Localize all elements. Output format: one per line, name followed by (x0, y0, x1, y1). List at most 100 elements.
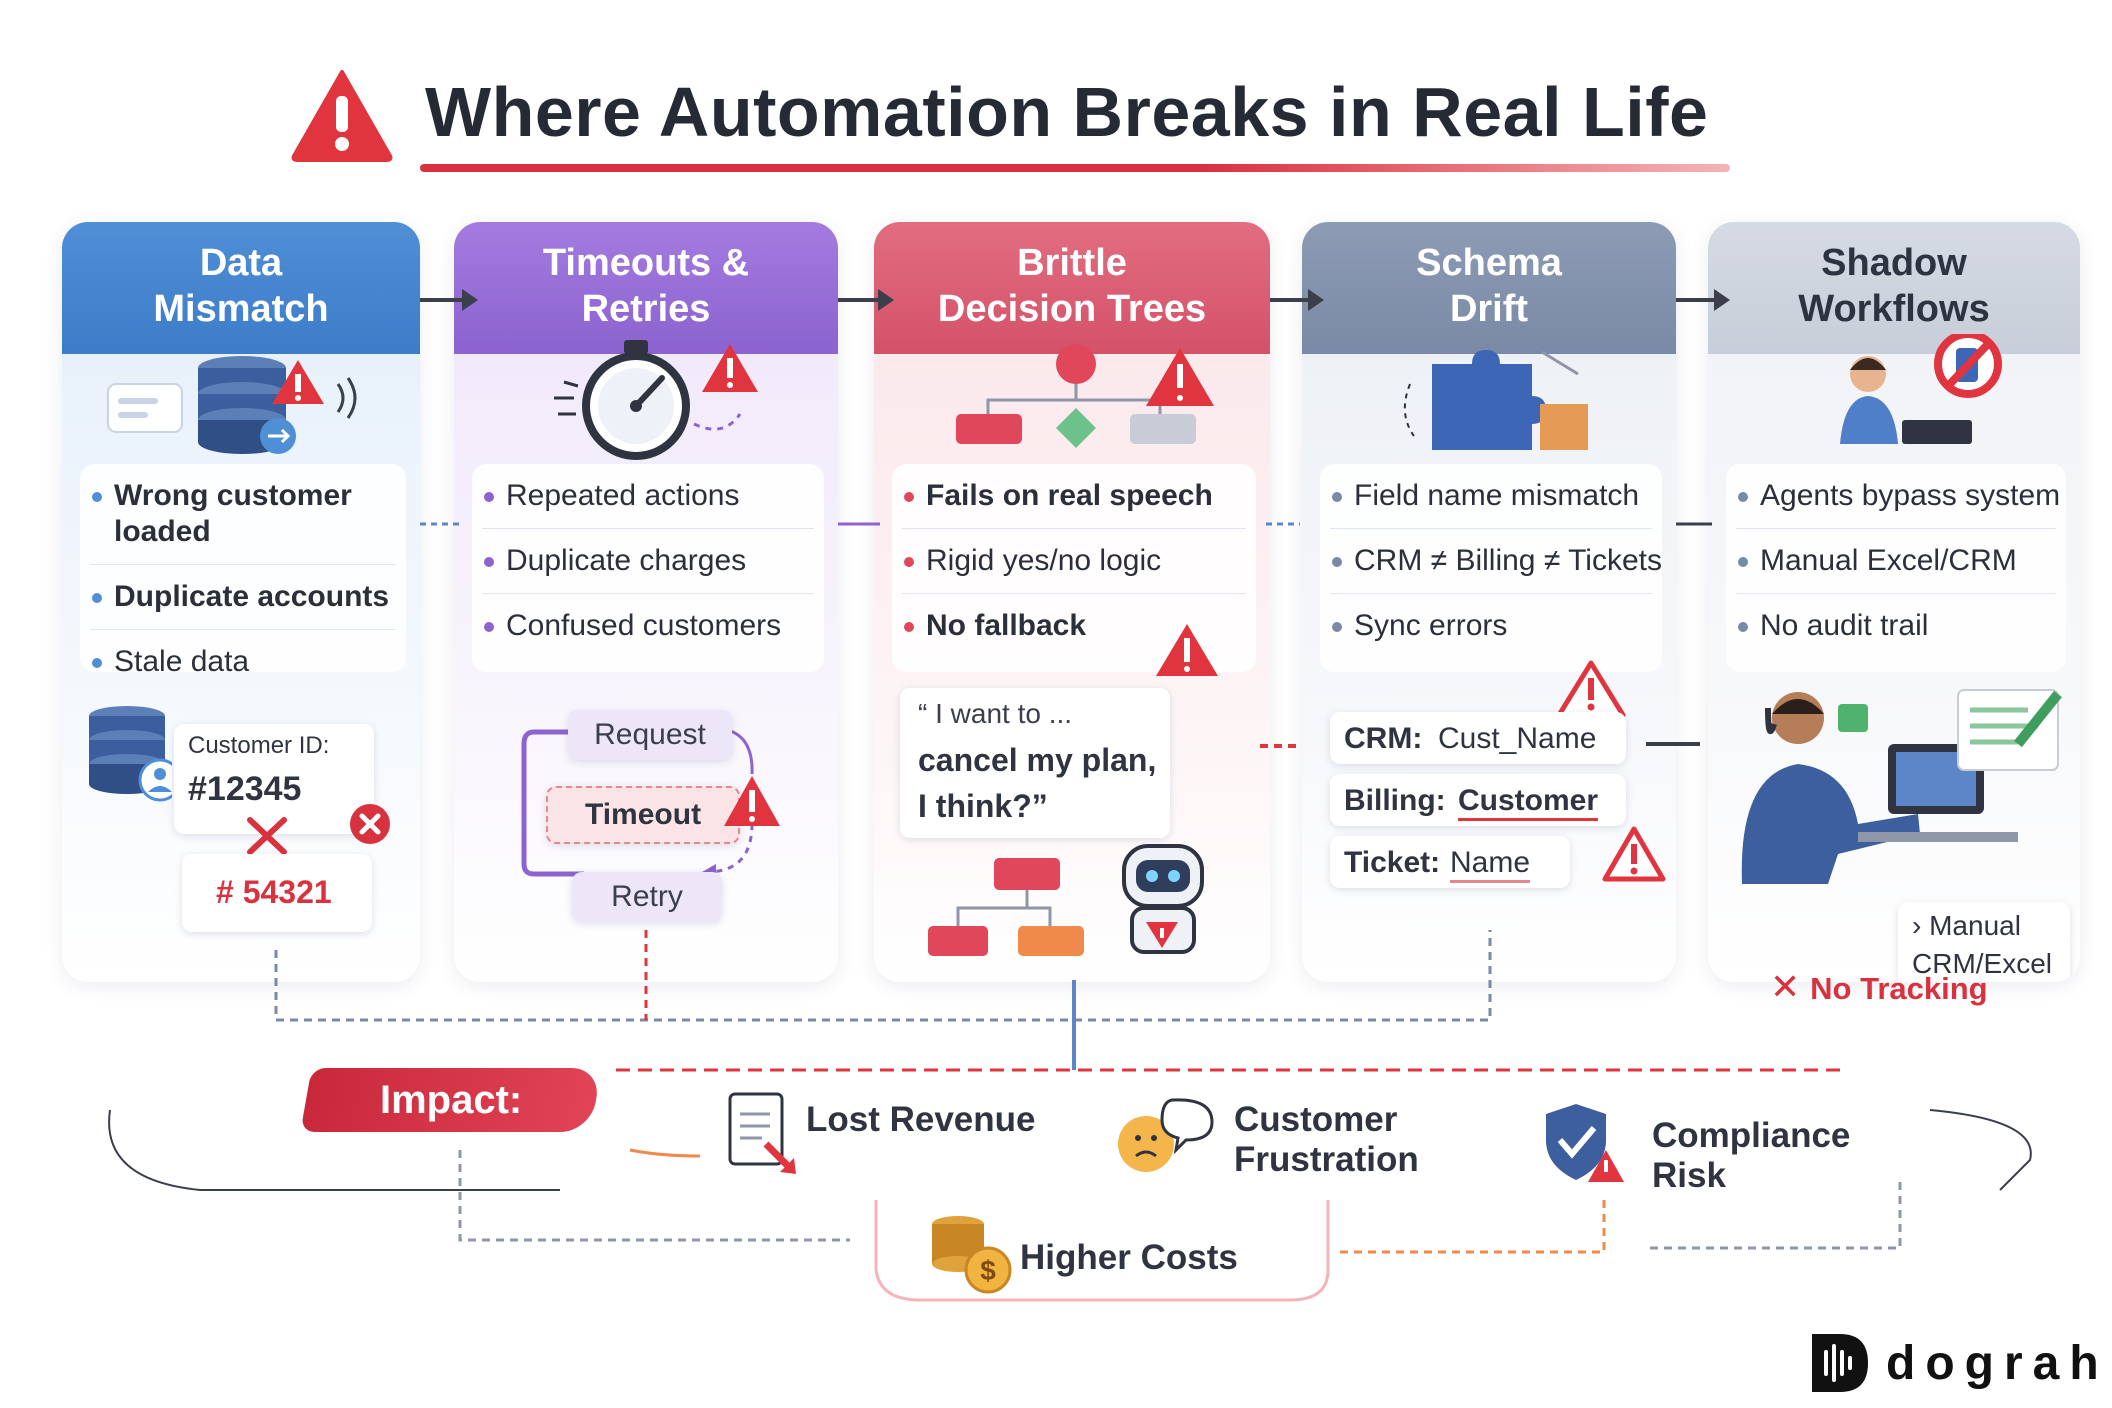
flow-arrow (838, 289, 894, 311)
no-tracking-text: No Tracking (1810, 971, 1988, 1006)
field-system: Ticket: (1344, 846, 1441, 879)
bullet-item: Manual Excel/CRM (1726, 543, 2066, 579)
flow-step-request: Request (568, 710, 732, 760)
heading-line: Drift (1449, 288, 1529, 330)
manual-crm-excel-card: › Manual CRM/Excel (1898, 902, 2070, 982)
flow-step-retry: Retry (572, 872, 722, 922)
bullet-item: Rigid yes/no logic (892, 543, 1256, 579)
bullet-list: Wrong customer loaded Duplicate accounts… (80, 464, 406, 678)
bullet-item: Stale data (80, 644, 406, 680)
column-data-mismatch: Data Mismatch Wrong customer loaded Dupl… (62, 222, 420, 982)
bullet-item: Sync errors (1320, 608, 1662, 644)
wrong-id: # 54321 (216, 874, 332, 910)
agent-icon (1840, 334, 2002, 444)
column-decision-trees: Brittle Decision Trees Fails on real spe… (874, 222, 1270, 982)
field-name: Customer (1458, 784, 1599, 821)
document-icon (728, 1092, 796, 1174)
quote-line: “ I want to ... (918, 698, 1073, 729)
column-heading: Brittle Decision Trees (874, 222, 1270, 354)
flow-arrow (420, 289, 478, 311)
agent-at-desk-icon (1741, 689, 2062, 884)
title-block: Where Automation Breaks in Real Life (290, 64, 1750, 174)
database-icon (107, 356, 357, 454)
title-underline (420, 164, 1730, 172)
impact-compliance-risk: Compliance Risk (1652, 1116, 1850, 1196)
column-heading: Schema Drift (1302, 222, 1676, 354)
column-schema-drift: Schema Drift Field name mismatch CRM ≠ B… (1302, 222, 1676, 982)
schema-field-billing: Billing: Customer (1330, 774, 1626, 826)
field-system: Billing: (1344, 784, 1446, 817)
warning-icon (291, 70, 393, 162)
manual-line: CRM/Excel (1912, 948, 2053, 979)
page-title: Where Automation Breaks in Real Life (425, 73, 1709, 151)
bullet-item: Agents bypass system (1726, 478, 2066, 514)
manual-line: › Manual (1912, 910, 2021, 941)
heading-line: Schema (1416, 242, 1562, 284)
bullet-item: No fallback (892, 608, 1256, 644)
impact-pill: Impact: (300, 1068, 602, 1132)
bullet-list: Repeated actions Duplicate charges Confu… (472, 464, 824, 672)
correct-id: #12345 (188, 770, 302, 808)
bullet-item: Duplicate charges (472, 543, 824, 579)
bullet-item: Repeated actions (472, 478, 824, 514)
heading-line: Retries (581, 288, 711, 330)
flowchart-icon (956, 344, 1214, 448)
impact-line: Frustration (1234, 1140, 1419, 1179)
puzzle-icon (1403, 350, 1588, 450)
column-heading: Timeouts & Retries (454, 222, 838, 354)
cross-icon: ✕ (1770, 966, 1801, 1007)
field-name: Name (1450, 846, 1531, 883)
impact-lost-revenue: Lost Revenue (806, 1100, 1036, 1139)
schema-field-ticket: Ticket: Name (1330, 836, 1570, 888)
wrong-id-card: # 54321 (182, 854, 372, 932)
bullet-item: Field name mismatch (1320, 478, 1662, 514)
quote-line: I think?” (918, 788, 1048, 824)
warning-icon (724, 776, 780, 826)
bullet-list: Field name mismatch CRM ≠ Billing ≠ Tick… (1320, 464, 1662, 672)
database-icon (89, 706, 172, 802)
impact-line: Risk (1652, 1156, 1726, 1195)
impact-line: Customer (1234, 1100, 1398, 1139)
coins-icon: $ (932, 1216, 1012, 1294)
field-system: CRM: (1344, 722, 1423, 755)
stopwatch-icon (554, 340, 758, 460)
heading-line: Mismatch (153, 288, 329, 330)
impact-customer-frustration: Customer Frustration (1234, 1100, 1419, 1180)
column-body: Wrong customer loaded Duplicate accounts… (62, 354, 420, 982)
customer-id-label: Customer ID: (188, 732, 330, 759)
brand-name: dograh (1886, 1337, 2109, 1390)
bullet-item: No audit trail (1726, 608, 2066, 644)
bullet-item: Duplicate accounts (80, 579, 406, 615)
robot-icon (928, 844, 1204, 956)
speech-bubble: “ I want to ... cancel my plan, I think?… (900, 688, 1170, 838)
column-body: Agents bypass system Manual Excel/CRM No… (1708, 334, 2080, 982)
no-tracking-label: ✕ No Tracking (1770, 966, 1988, 1008)
impact-line: Compliance (1652, 1116, 1851, 1155)
field-name: Cust_Name (1438, 722, 1597, 755)
bullet-list: Agents bypass system Manual Excel/CRM No… (1726, 464, 2066, 672)
bullet-item: CRM ≠ Billing ≠ Tickets (1320, 543, 1662, 579)
flow-arrow (1270, 289, 1324, 311)
bullet-item: Wrong customer loaded (80, 478, 406, 550)
heading-line: Brittle (1017, 242, 1127, 284)
column-heading: Shadow Workflows (1708, 222, 2080, 354)
impact-label: Impact: (379, 1078, 523, 1122)
schema-field-crm: CRM: Cust_Name (1330, 712, 1626, 764)
column-timeouts-retries: Timeouts & Retries Repeated actions Dupl… (454, 222, 838, 982)
dograh-logo-icon (1812, 1334, 1868, 1392)
column-body: Repeated actions Duplicate charges Confu… (454, 340, 838, 982)
flow-step-timeout: Timeout (546, 786, 740, 844)
heading-line: Timeouts & (542, 242, 750, 284)
column-body: Fails on real speech Rigid yes/no logic … (874, 344, 1270, 982)
column-body: Field name mismatch CRM ≠ Billing ≠ Tick… (1302, 350, 1676, 982)
bullet-list: Fails on real speech Rigid yes/no logic … (892, 464, 1256, 672)
heading-line: Decision Trees (937, 288, 1207, 330)
heading-line: Workflows (1798, 288, 1990, 330)
warning-icon (1156, 624, 1218, 676)
error-icon (350, 804, 390, 844)
customer-id-card: Customer ID: #12345 (174, 724, 374, 834)
column-heading: Data Mismatch (62, 222, 420, 354)
sad-face-icon (1118, 1098, 1214, 1172)
column-shadow-workflows: Shadow Workflows Agents bypass system Ma… (1708, 222, 2080, 982)
